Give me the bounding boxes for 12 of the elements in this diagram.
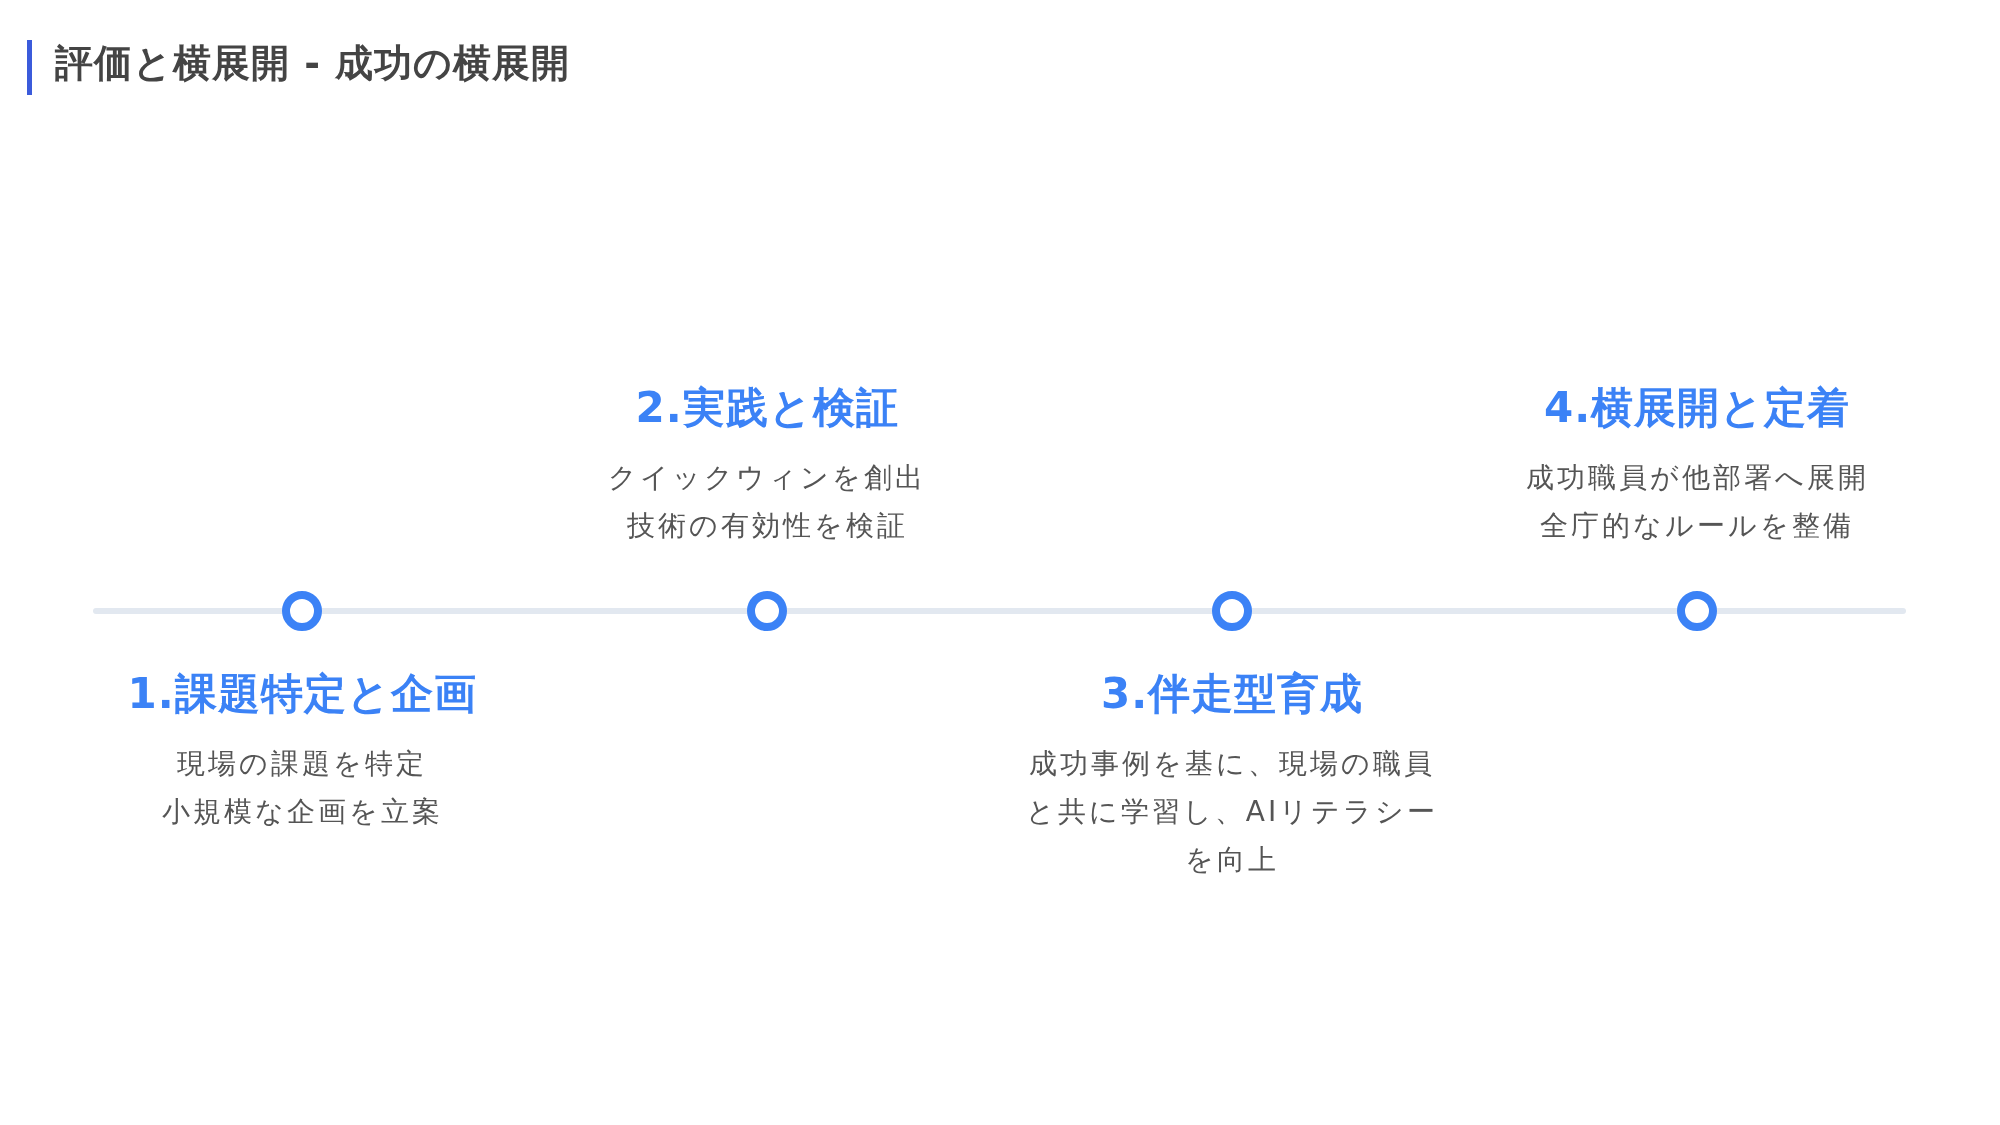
step-description: 小規模な企画を立案 bbox=[161, 794, 443, 830]
step-description: 全庁的なルールを整備 bbox=[1540, 508, 1854, 544]
step-heading: 4.横展開と定着 bbox=[1543, 382, 1851, 434]
step-heading: 2.実践と検証 bbox=[635, 382, 899, 434]
step-heading: 3.伴走型育成 bbox=[1100, 668, 1364, 720]
step-description: 技術の有効性を検証 bbox=[626, 508, 908, 544]
step-description: 現場の課題を特定 bbox=[177, 746, 427, 782]
step-description: 成功事例を基に、現場の職員と共に学習し、AIリテラシーを向上 bbox=[1024, 746, 1440, 878]
slide-title: 評価と横展開 - 成功の横展開 bbox=[55, 40, 571, 87]
step-description: クイックウィンを創出 bbox=[608, 460, 926, 496]
step-description: 成功職員が他部署へ展開 bbox=[1525, 460, 1869, 496]
step-heading: 1.課題特定と企画 bbox=[127, 668, 477, 720]
